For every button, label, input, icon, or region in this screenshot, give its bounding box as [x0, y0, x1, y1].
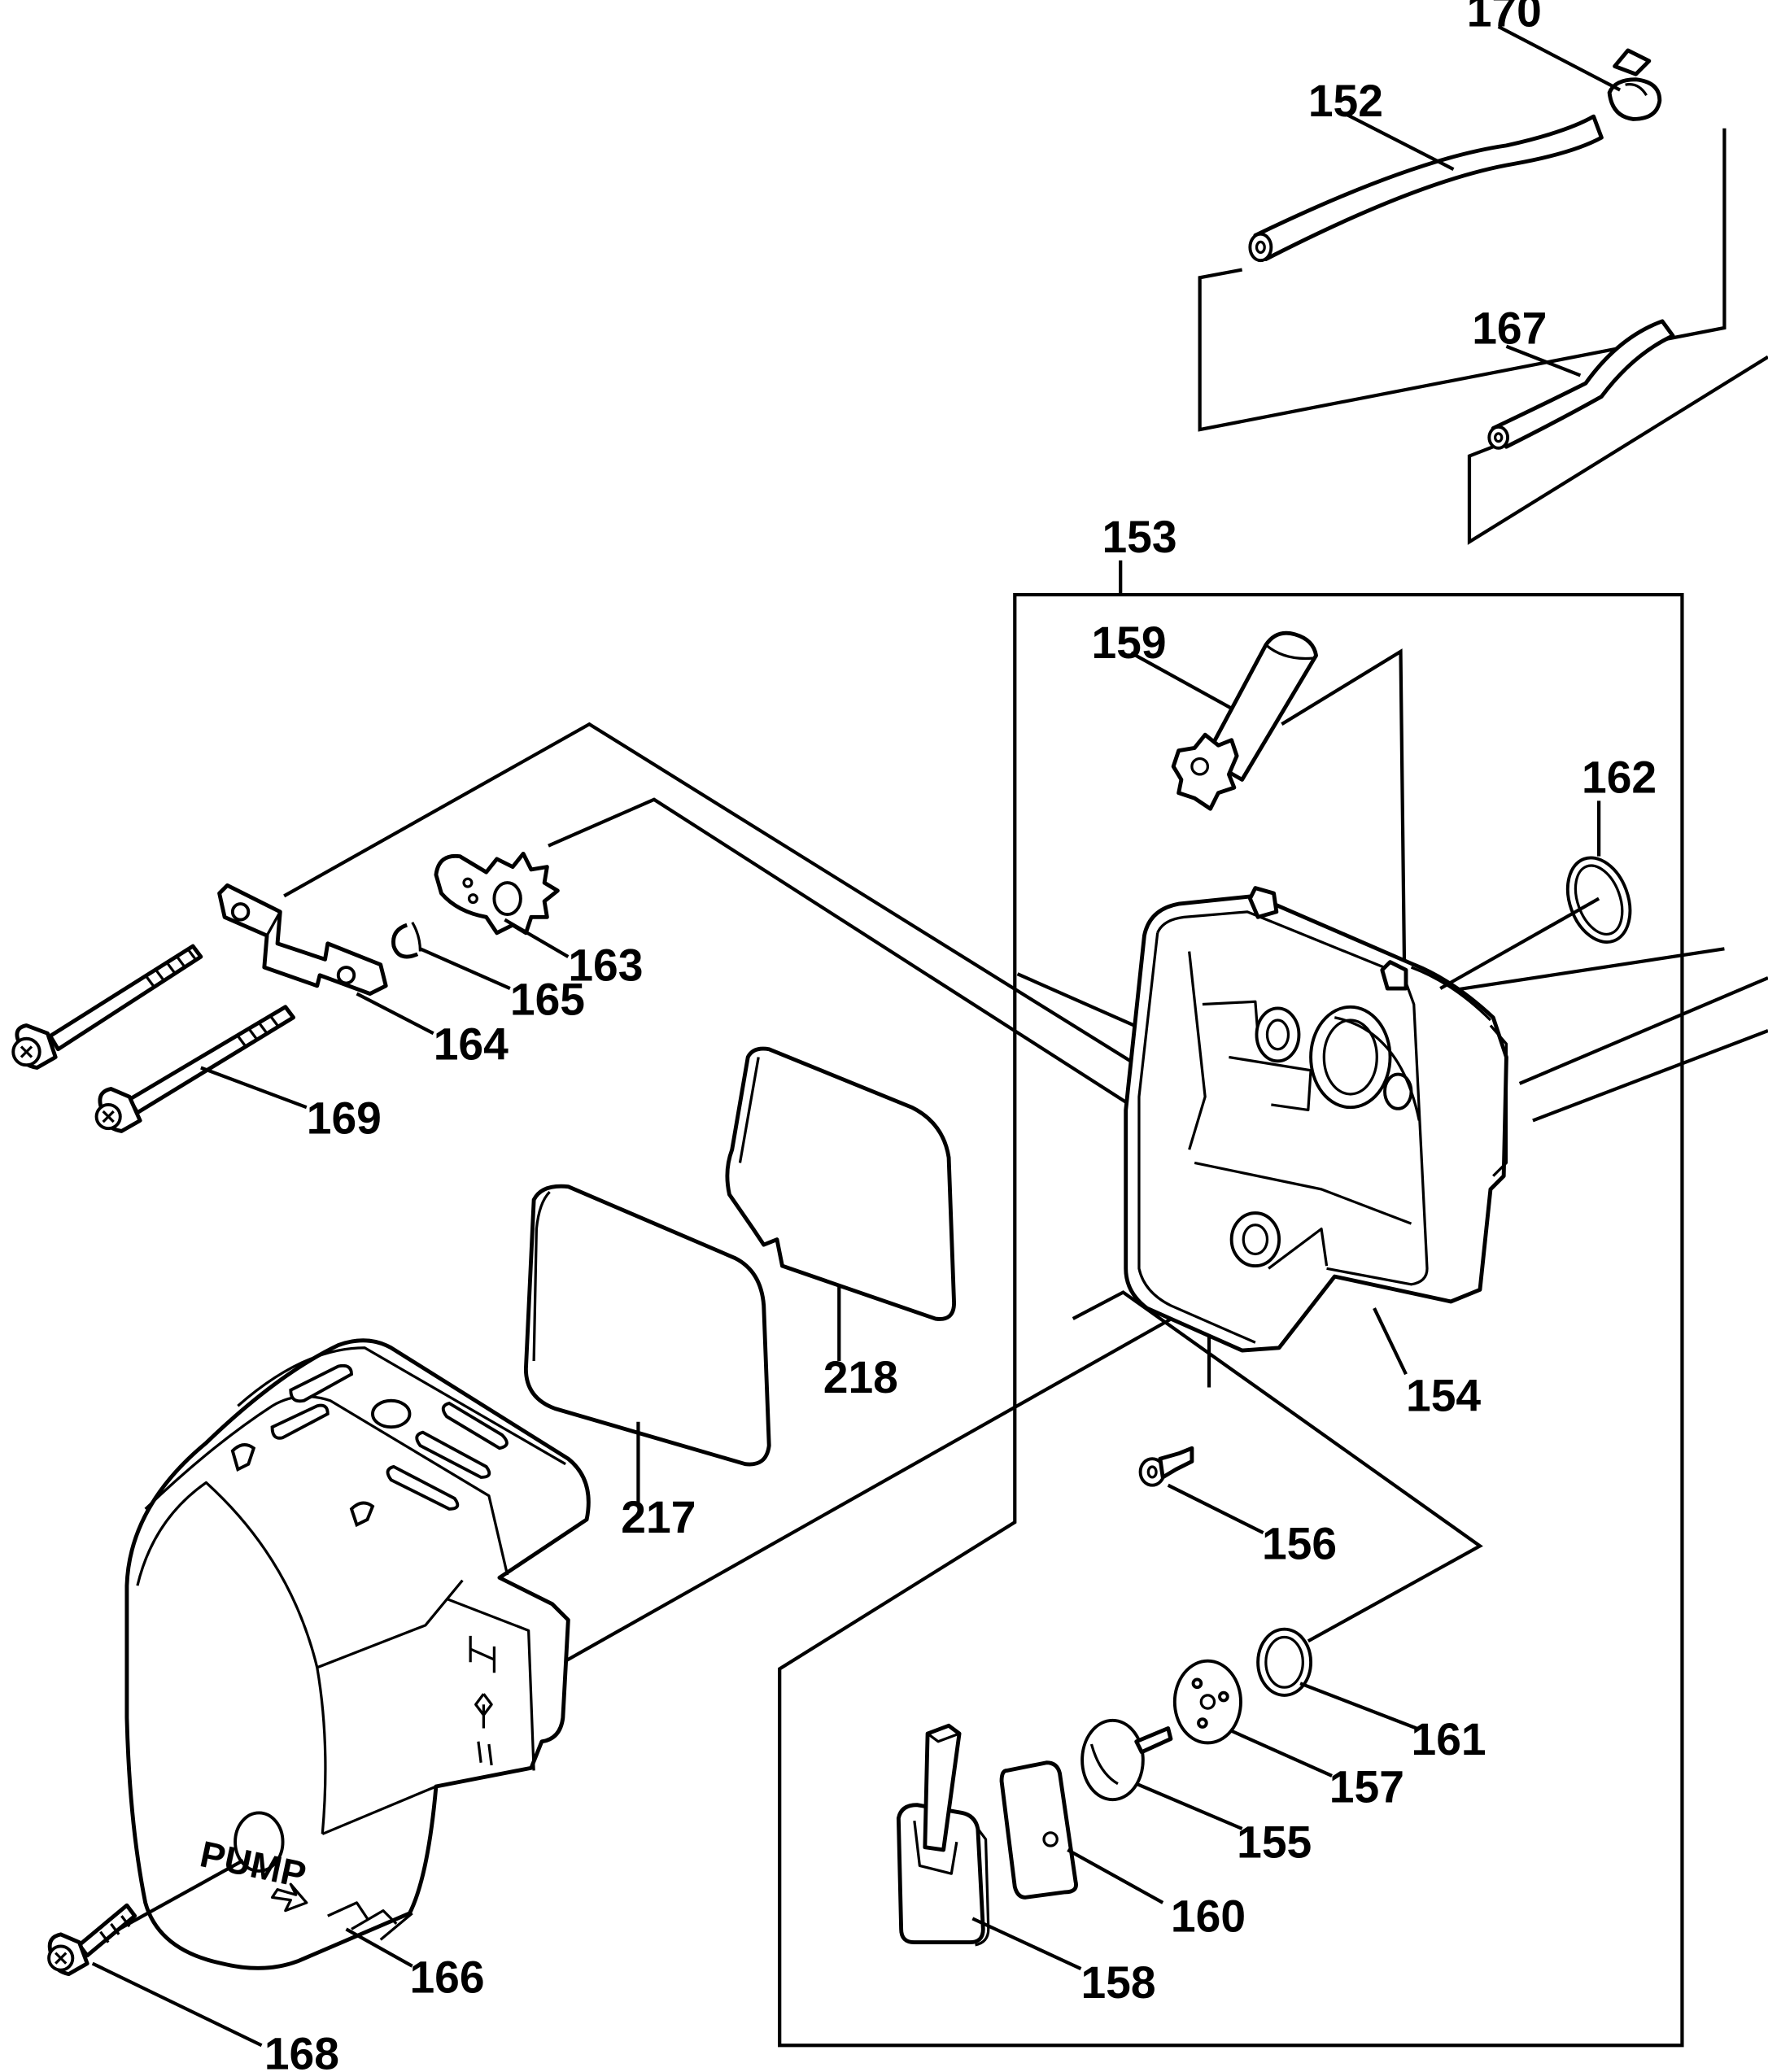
label-162: 162 [1582, 752, 1657, 803]
label-165: 165 [510, 975, 585, 1025]
primer-bulb-158 [896, 1723, 990, 1947]
air-cleaner-cover-166: PUMP [124, 1338, 591, 1970]
check-valve-156 [1138, 1446, 1194, 1487]
diaphragm-plate-157 [1172, 1659, 1242, 1745]
bolt-lower-169 [94, 1005, 295, 1133]
label-159: 159 [1091, 617, 1166, 668]
label-157: 157 [1329, 1761, 1404, 1812]
choke-link-163 [434, 851, 560, 936]
o-ring-161 [1256, 1627, 1313, 1697]
label-160: 160 [1171, 1891, 1246, 1942]
label-167: 167 [1472, 303, 1547, 353]
label-169: 169 [307, 1093, 382, 1144]
label-156: 156 [1262, 1519, 1337, 1569]
part-labels: 170 152 167 153 159 162 154 156 161 157 … [264, 0, 1657, 2072]
bracket-164 [217, 883, 388, 996]
hose-clamp-170 [1607, 48, 1662, 121]
label-166: 166 [409, 1952, 484, 2002]
screw-168 [47, 1903, 138, 1977]
carburetor-cover-154 [1124, 886, 1508, 1353]
label-153: 153 [1102, 512, 1176, 562]
air-filter-218 [725, 1046, 957, 1321]
choke-lever-159 [1171, 630, 1319, 811]
label-163: 163 [568, 940, 643, 990]
washer-165 [391, 921, 422, 959]
label-152: 152 [1308, 76, 1383, 126]
label-218: 218 [823, 1352, 898, 1402]
leader-lines [91, 24, 1622, 2048]
label-155: 155 [1237, 1817, 1312, 1868]
label-164: 164 [434, 1019, 509, 1070]
gasket-160 [999, 1760, 1078, 1900]
label-170: 170 [1467, 0, 1542, 37]
label-154: 154 [1406, 1371, 1481, 1421]
fuel-hose-152 [1248, 114, 1604, 263]
pump-diaphragm-155 [1080, 1718, 1173, 1802]
assembly-frames [283, 128, 1768, 2048]
label-161: 161 [1412, 1714, 1486, 1764]
bolt-upper [11, 944, 203, 1070]
label-158: 158 [1080, 1957, 1155, 2008]
label-217: 217 [621, 1492, 696, 1542]
return-hose-167 [1487, 319, 1675, 450]
air-filter-sponge-217 [523, 1184, 771, 1467]
label-168: 168 [264, 2029, 339, 2072]
